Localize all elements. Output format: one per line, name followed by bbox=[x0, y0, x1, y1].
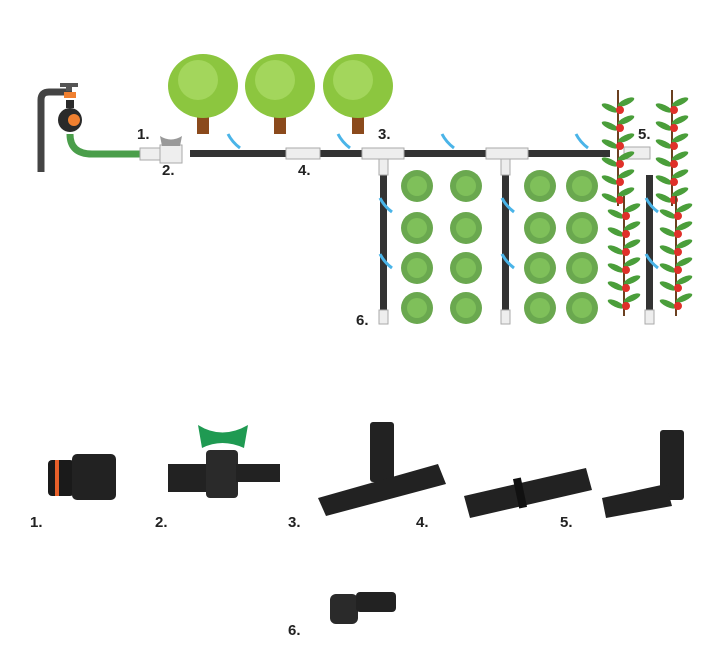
tomato-plant-icon bbox=[607, 196, 641, 316]
lettuce-icon bbox=[524, 252, 556, 284]
water-drip-icon bbox=[500, 197, 515, 214]
part-2-ball-valve bbox=[168, 425, 280, 498]
water-drip-icon bbox=[644, 253, 659, 270]
part-label-3: 3. bbox=[288, 514, 301, 531]
end-plug-2 bbox=[500, 309, 511, 325]
hose-connector-fitting bbox=[139, 147, 161, 161]
water-drip-icon bbox=[378, 197, 393, 214]
part-label-6: 6. bbox=[288, 622, 301, 639]
water-drip-icon bbox=[440, 133, 455, 150]
end-plug-3 bbox=[644, 309, 655, 325]
water-drip-icon bbox=[500, 253, 515, 270]
top-label-1: 1. bbox=[137, 126, 150, 143]
ball-valve-fitting bbox=[159, 136, 183, 164]
top-label-5: 5. bbox=[638, 126, 651, 143]
top-label-3: 3. bbox=[378, 126, 391, 143]
part-1-hose-connector bbox=[48, 454, 116, 500]
water-drip-icon bbox=[336, 133, 351, 150]
branch-pipe-3 bbox=[646, 175, 653, 310]
part-4-coupler bbox=[464, 468, 592, 518]
part-label-1: 1. bbox=[30, 514, 43, 531]
tree-icon bbox=[168, 54, 238, 134]
lettuce-icon bbox=[401, 212, 433, 244]
water-drip-icon bbox=[378, 253, 393, 270]
part-5-elbow bbox=[602, 430, 684, 518]
part-6-end-plug bbox=[330, 592, 396, 624]
faucet-icon bbox=[37, 83, 78, 172]
tee-fitting-1 bbox=[361, 147, 405, 160]
part-3-tee bbox=[318, 422, 446, 516]
lettuce-icon bbox=[566, 292, 598, 324]
branch-pipe-2 bbox=[502, 175, 509, 310]
tee-fitting-2 bbox=[485, 147, 529, 160]
end-plug-1 bbox=[378, 309, 389, 325]
tree-icon bbox=[245, 54, 315, 134]
coupler-fitting bbox=[285, 147, 321, 160]
water-drip-icon bbox=[574, 133, 589, 150]
lettuce-icon bbox=[401, 252, 433, 284]
part-label-5: 5. bbox=[560, 514, 573, 531]
lettuce-icon bbox=[566, 170, 598, 202]
water-drip-icon bbox=[226, 133, 241, 150]
top-label-6: 6. bbox=[356, 312, 369, 329]
lettuce-icon bbox=[566, 212, 598, 244]
timer-icon bbox=[58, 100, 82, 132]
lettuce-icon bbox=[401, 292, 433, 324]
lettuce-icon bbox=[450, 252, 482, 284]
lettuce-icon bbox=[524, 212, 556, 244]
tomato-plant-icon bbox=[659, 196, 693, 316]
lettuce-icon bbox=[401, 170, 433, 202]
tree-icon bbox=[323, 54, 393, 134]
part-label-2: 2. bbox=[155, 514, 168, 531]
branch-pipe-1 bbox=[380, 175, 387, 310]
top-label-4: 4. bbox=[298, 162, 311, 179]
lettuce-icon bbox=[566, 252, 598, 284]
tomato-plant-icon bbox=[601, 90, 635, 206]
lettuce-icon bbox=[450, 292, 482, 324]
lettuce-icon bbox=[450, 170, 482, 202]
lettuce-icon bbox=[524, 170, 556, 202]
tomato-plant-icon bbox=[655, 90, 689, 206]
top-label-2: 2. bbox=[162, 162, 175, 179]
lettuce-icon bbox=[524, 292, 556, 324]
lettuce-icon bbox=[450, 212, 482, 244]
part-label-4: 4. bbox=[416, 514, 429, 531]
water-drip-icon bbox=[644, 197, 659, 214]
garden-hose bbox=[66, 133, 140, 158]
